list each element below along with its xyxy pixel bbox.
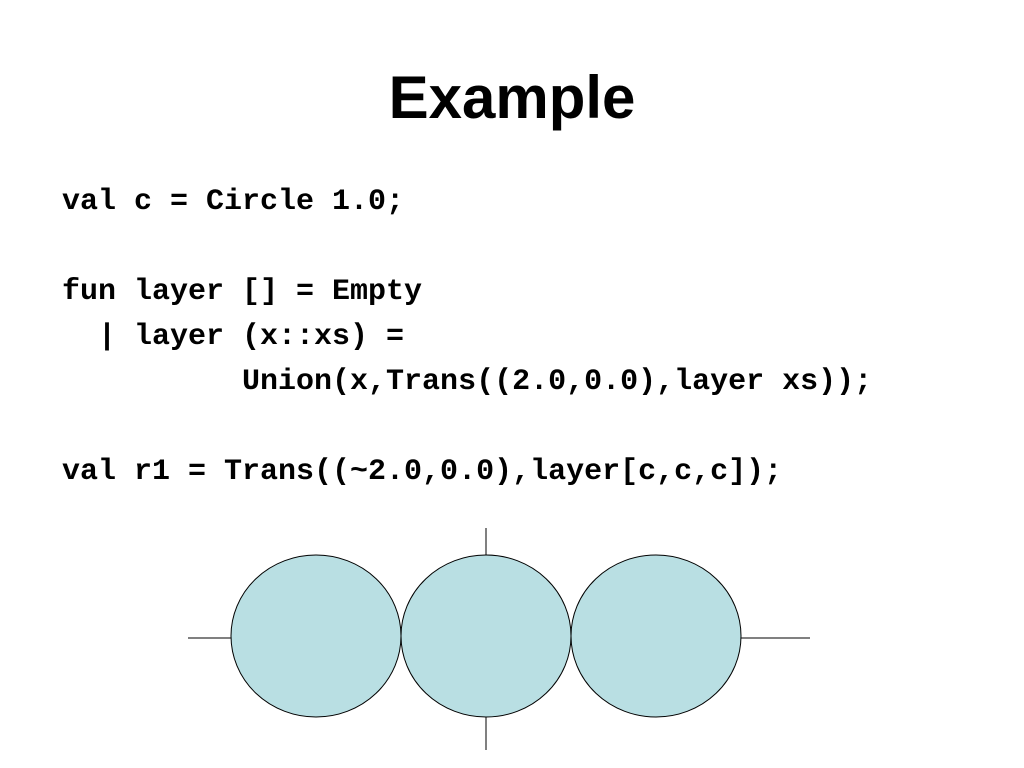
code-line-val-c: val c = Circle 1.0;	[62, 185, 405, 219]
code-line-val-r1: val r1 = Trans((~2.0,0.0),layer[c,c,c]);	[62, 455, 783, 489]
slide-title: Example	[388, 64, 636, 131]
circle-3	[570, 554, 742, 718]
code-line-fun-layer: fun layer [] = Empty	[62, 275, 423, 309]
code-block: val c = Circle 1.0; fun layer [] = Empty…	[62, 180, 872, 495]
circle-1	[230, 554, 402, 718]
code-line-union: Union(x,Trans((2.0,0.0),layer xs));	[62, 365, 873, 399]
circle-2	[400, 554, 572, 718]
code-line-layer-cons: | layer (x::xs) =	[62, 320, 405, 354]
circles-group	[230, 554, 742, 718]
